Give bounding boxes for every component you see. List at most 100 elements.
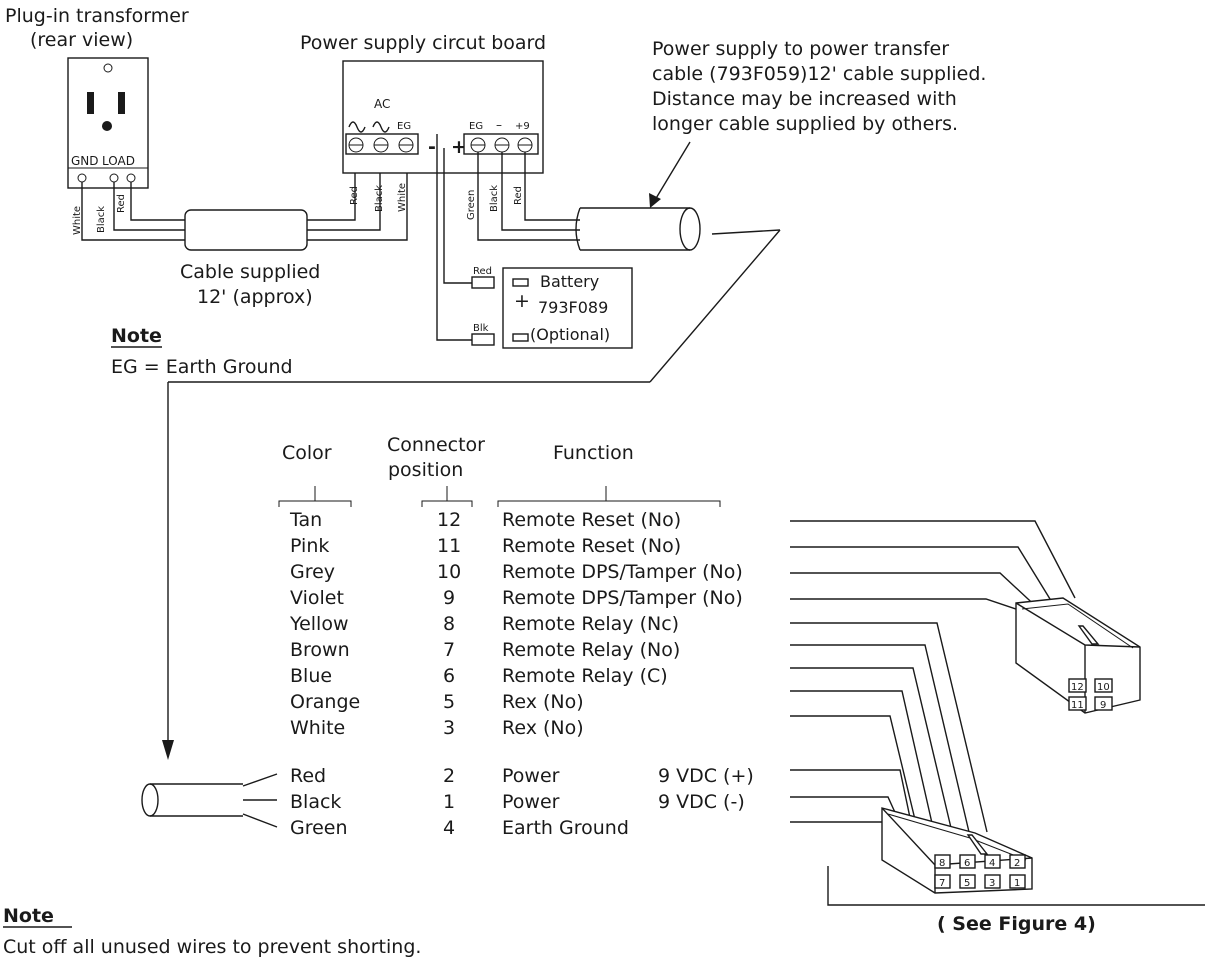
figure-bracket: [827, 866, 1205, 906]
row-position: 3: [443, 717, 455, 739]
row-function: Remote Relay (Nc): [502, 613, 679, 635]
header-function: Function: [553, 442, 634, 464]
transformer-wiring: [81, 156, 408, 251]
battery-wire-red: Red: [473, 266, 492, 277]
connector-small: [1015, 597, 1141, 714]
battery-wire-blk: Blk: [473, 323, 489, 334]
row-position: 11: [437, 535, 461, 557]
row-function: Remote DPS/Tamper (No): [502, 561, 743, 583]
note2-heading: Note: [3, 905, 54, 927]
small-pin: 10: [1097, 682, 1110, 693]
row-color: Tan: [289, 509, 322, 531]
row-function: Remote Reset (No): [502, 509, 681, 531]
plus9-label: +9: [515, 121, 530, 132]
ac-label: AC: [374, 97, 390, 111]
battery: [502, 267, 633, 349]
small-pin: 11: [1071, 700, 1084, 711]
table-row: Black 1 Power 9 VDC (-): [290, 791, 745, 813]
table-row: Brown 7 Remote Relay (No): [290, 639, 680, 661]
note1-heading: Note: [111, 325, 162, 347]
table-row: Blue 6 Remote Relay (C): [290, 665, 668, 687]
row-function: Remote Relay (No): [502, 639, 680, 661]
row-position: 6: [443, 665, 455, 687]
table-rows: Tan 12 Remote Reset (No) Pink 11 Remote …: [289, 509, 754, 839]
eg-right-label: EG: [469, 121, 483, 132]
board-wire-black-out: Black: [489, 185, 500, 212]
table-row: Green 4 Earth Ground: [290, 817, 629, 839]
board-title: Power supply circut board: [300, 32, 546, 54]
large-pin: 4: [989, 858, 995, 869]
lower-cable: [141, 773, 278, 828]
large-pin: 3: [989, 878, 995, 889]
supplied-cable-length: 12' (approx): [197, 286, 313, 308]
table-row: Pink 11 Remote Reset (No): [290, 535, 681, 557]
transformer-title: Plug-in transformer: [5, 5, 189, 27]
battery-plus: +: [514, 290, 530, 312]
row-voltage: 9 VDC (-): [658, 791, 745, 813]
row-function: Remote Reset (No): [502, 535, 681, 557]
minus-label: –: [496, 118, 502, 132]
transformer-wire-black: Black: [96, 206, 107, 233]
board-wire-red-out: Red: [513, 186, 524, 205]
row-function: Remote DPS/Tamper (No): [502, 587, 743, 609]
small-pin: 9: [1100, 700, 1106, 711]
see-figure-note: ( See Figure 4): [937, 913, 1096, 935]
transformer-subtitle: (rear view): [30, 29, 133, 51]
plug-in-transformer: GND LOAD: [67, 57, 149, 189]
output-wiring: [477, 152, 701, 251]
plus-terminal: +: [451, 136, 467, 158]
row-color: Yellow: [289, 613, 349, 635]
cable-callout-line3: Distance may be increased with: [652, 88, 957, 110]
row-color: Brown: [290, 639, 350, 661]
board-wire-red: Red: [349, 186, 360, 205]
table-row: Violet 9 Remote DPS/Tamper (No): [290, 587, 743, 609]
cable-callout-line2: cable (793F059)12' cable supplied.: [652, 63, 986, 85]
large-pin: 7: [939, 878, 945, 889]
header-color: Color: [282, 442, 332, 464]
row-function: Power: [502, 765, 560, 787]
large-pin: 2: [1014, 858, 1020, 869]
table-row: Grey 10 Remote DPS/Tamper (No): [290, 561, 743, 583]
row-function: Rex (No): [502, 691, 584, 713]
table-row: Tan 12 Remote Reset (No): [289, 509, 681, 531]
transformer-wire-red: Red: [116, 194, 127, 213]
row-function: Power: [502, 791, 560, 813]
row-color: Blue: [290, 665, 332, 687]
large-pin: 1: [1014, 878, 1020, 889]
row-color: Orange: [290, 691, 360, 713]
note2-text: Cut off all unused wires to prevent shor…: [3, 936, 421, 957]
header-connector: Connector: [387, 434, 485, 456]
large-pin: 6: [964, 858, 970, 869]
row-position: 5: [443, 691, 455, 713]
transformer-wire-white: White: [72, 206, 83, 235]
row-position: 2: [443, 765, 455, 787]
row-position: 1: [443, 791, 455, 813]
row-function: Rex (No): [502, 717, 584, 739]
row-color: Black: [290, 791, 341, 813]
row-position: 8: [443, 613, 455, 635]
row-position: 10: [437, 561, 461, 583]
large-pin: 5: [964, 878, 970, 889]
cable-callout-line4: longer cable supplied by others.: [652, 113, 958, 135]
leader-line: [162, 229, 781, 760]
board-wire-black: Black: [374, 185, 385, 212]
table-row: White 3 Rex (No): [290, 717, 584, 739]
large-pin: 8: [939, 858, 945, 869]
load-label: LOAD: [102, 154, 135, 168]
row-color: Pink: [290, 535, 329, 557]
board-wire-white: White: [397, 183, 408, 212]
small-pin: 12: [1071, 682, 1084, 693]
minus-terminal: -: [428, 136, 436, 158]
connector-wiring: [790, 520, 1076, 833]
row-color: Red: [290, 765, 326, 787]
note1-text: EG = Earth Ground: [111, 356, 293, 378]
board-wire-green: Green: [466, 190, 477, 220]
row-color: Grey: [290, 561, 335, 583]
row-color: White: [290, 717, 345, 739]
power-supply-board: AC EG EG – +9 - +: [342, 60, 544, 174]
header-brackets: [278, 486, 721, 507]
gnd-label: GND: [71, 154, 99, 168]
battery-wiring: [436, 148, 495, 346]
connector-large: [881, 807, 1033, 894]
